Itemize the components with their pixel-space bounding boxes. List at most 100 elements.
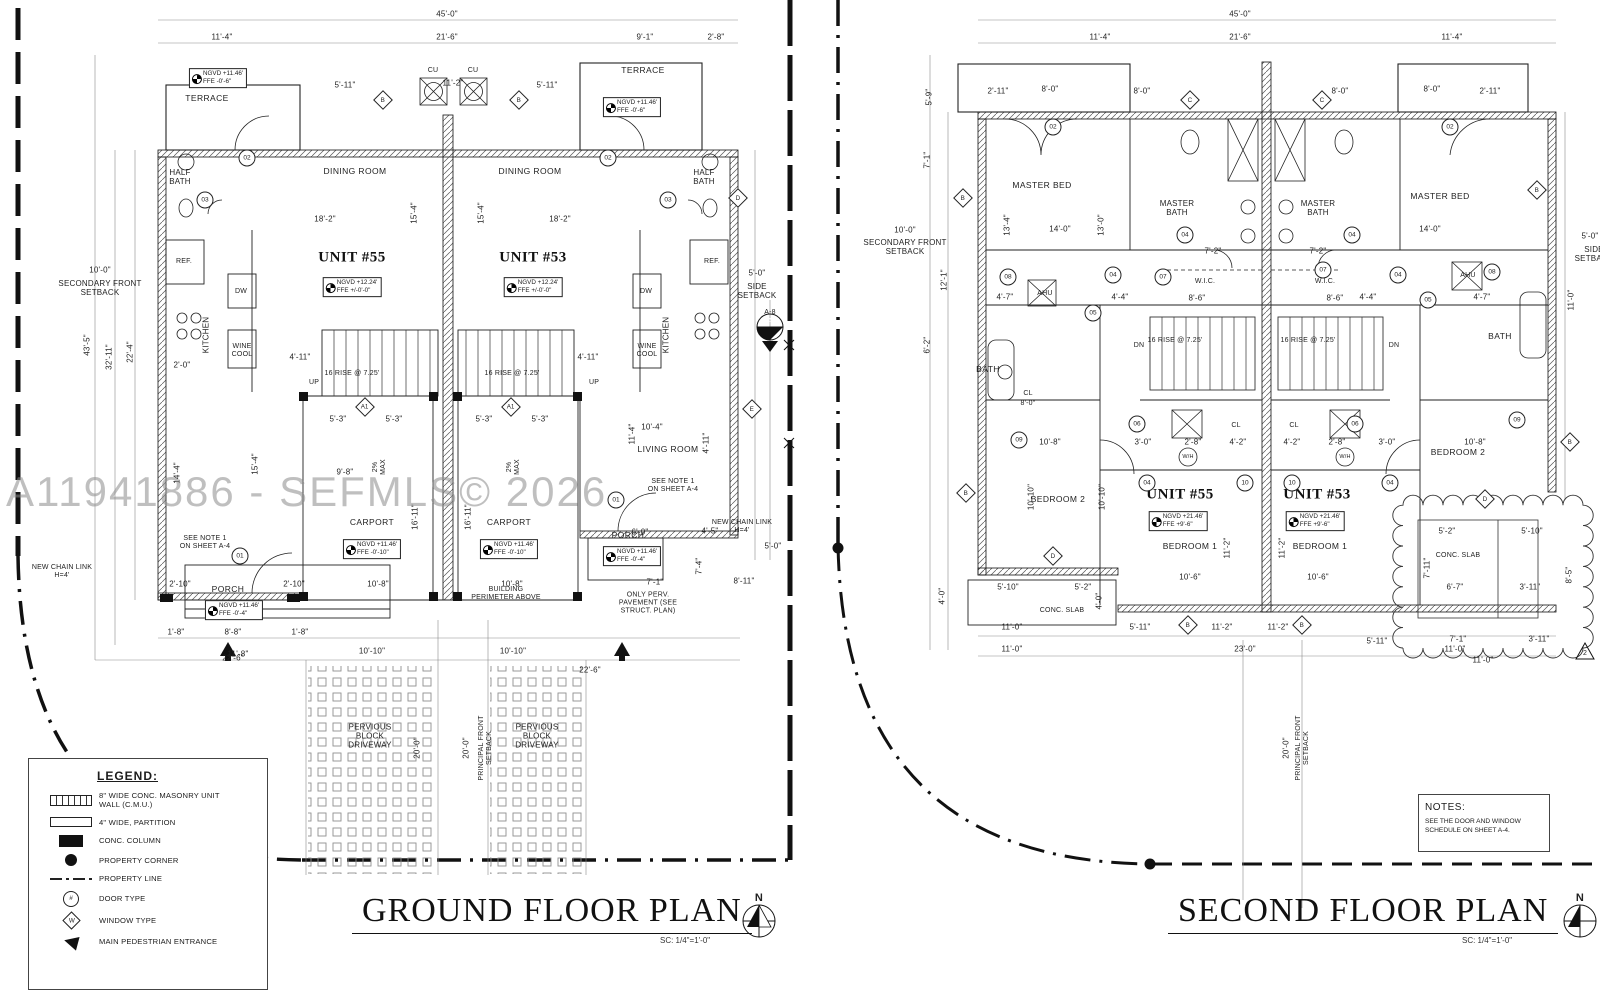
elev-line: NGVD +21.46' xyxy=(1299,513,1341,521)
dim-label: 11'-0" xyxy=(1444,644,1466,654)
gf-door-swings xyxy=(207,115,703,594)
dim-label: 10'-8" xyxy=(501,579,523,589)
second-floor-scale: SC: 1/4"=1'-0" xyxy=(1462,936,1513,945)
door-tag: 07 xyxy=(1314,261,1332,279)
dim-label: 8'-5" xyxy=(1564,566,1574,584)
door-tag: 01 xyxy=(231,547,249,565)
dim-label: 22'-6" xyxy=(222,653,244,663)
window-tag-label: C xyxy=(1187,96,1193,104)
property-line-symbol xyxy=(50,877,92,880)
elevation-marker: NGVD +12.24'FFE +/-0'-0" xyxy=(322,277,382,297)
gf-fixtures xyxy=(176,77,720,340)
room-label-terrace: TERRACE xyxy=(185,93,229,104)
dim-label: 10'-0" xyxy=(89,265,111,275)
elev-line: FFE +9'-6" xyxy=(1162,521,1193,528)
elev-line: FFE +/-0'-0" xyxy=(517,287,552,294)
partition-symbol xyxy=(50,817,92,828)
door-tag: 10 xyxy=(1236,474,1254,492)
dim-label: 4'-4" xyxy=(1111,292,1129,302)
dim-label: 1'-8" xyxy=(291,627,309,637)
door-tag: 05 xyxy=(1419,291,1437,309)
elev-line: FFE -0'-10" xyxy=(356,549,389,556)
window-tag-label: B xyxy=(1567,438,1573,446)
wine-cooler-label: WINE COOL xyxy=(636,343,658,358)
conc-slab-label: CONC. SLAB xyxy=(1435,552,1481,560)
door-tag: 08 xyxy=(1483,263,1501,281)
door-tag: 04 xyxy=(1381,474,1399,492)
dim-label: 2'-8" xyxy=(1184,437,1202,447)
window-tag-label: D xyxy=(1482,495,1488,503)
mls-watermark: A11941886 - SEFMLS© 2026 xyxy=(6,468,608,515)
closet-label: CL xyxy=(1023,390,1033,398)
legend-symbol-cell xyxy=(43,877,99,880)
north-label: N xyxy=(754,891,764,904)
dim-label: 22'-4" xyxy=(125,341,135,363)
dim-label: 5'-0" xyxy=(748,268,766,278)
dim-label: 6'-0" xyxy=(631,527,649,537)
door-tag: 09 xyxy=(1508,411,1526,429)
driveway-label: PERVIOUS BLOCK DRIVEWAY xyxy=(348,722,392,750)
elevation-marker: NGVD +21.46'FFE +9'-6" xyxy=(1148,511,1208,531)
door-tag: 03 xyxy=(659,191,677,209)
elevation-marker: NGVD +12.24'FFE +/-0'-0" xyxy=(503,277,563,297)
legend-symbol-cell xyxy=(43,834,99,847)
notes-title: NOTES: xyxy=(1425,802,1466,813)
dim-label: 5'-3" xyxy=(385,414,403,424)
dim-label: 5'-9" xyxy=(924,88,934,106)
dim-label: 8'-8" xyxy=(224,627,242,637)
elev-line: NGVD +12.24' xyxy=(336,279,378,287)
dim-label: 11'-2" xyxy=(442,78,464,88)
dim-label: 5'-3" xyxy=(329,414,347,424)
cu-label: CU xyxy=(467,67,479,75)
window-tag-label: E xyxy=(749,405,755,413)
dim-label: 11'-2" xyxy=(1277,537,1287,559)
window-tag-label: C xyxy=(1319,96,1325,104)
room-label-bath: BATH xyxy=(976,364,1000,375)
dim-label: 7'-2" xyxy=(1204,246,1222,256)
dim-label: 3'-0" xyxy=(1134,437,1152,447)
door-tag: 07 xyxy=(1154,268,1172,286)
dim-label: 11'-4" xyxy=(1089,32,1111,42)
unit-55-label: UNIT #55 xyxy=(1146,486,1214,503)
dim-label: 3'-11" xyxy=(1528,634,1550,644)
room-label-master-bed: MASTER BED xyxy=(1410,191,1470,202)
elev-line: NGVD +11.46' xyxy=(493,541,535,549)
section-marker-label: A xyxy=(767,318,773,326)
dim-label: 8'-11" xyxy=(733,576,755,586)
gf-entrance-arrows xyxy=(220,642,630,661)
door-tag: 05 xyxy=(1084,304,1102,322)
door-tag: 09 xyxy=(1010,431,1028,449)
dim-label: 8'-0" xyxy=(1133,86,1151,96)
dim-label: 32'-11" xyxy=(104,344,114,370)
room-label-kitchen: KITCHEN xyxy=(661,316,671,354)
sf-revision-triangle xyxy=(1575,641,1595,660)
window-tag-label: B xyxy=(960,194,966,202)
dim-label: 10'-4" xyxy=(641,422,663,432)
legend-item: 4" WIDE, PARTITION xyxy=(43,817,261,828)
driveway-label: PERVIOUS BLOCK DRIVEWAY xyxy=(515,722,559,750)
dim-label: 4'-11" xyxy=(289,352,311,362)
dim-label: 11'-4" xyxy=(1441,32,1463,42)
room-label-carport: CARPORT xyxy=(486,517,532,528)
dim-label: 5'-11" xyxy=(536,80,558,90)
dim-label: 10'-0" xyxy=(894,225,916,235)
gf-walls xyxy=(157,114,739,601)
dim-label: 11'-0" xyxy=(1001,644,1023,654)
dim-label: 2'-11" xyxy=(987,86,1009,96)
sf-dimension-lines xyxy=(929,19,1566,908)
elev-line: FFE -0'-6" xyxy=(616,107,646,114)
door-tag: 03 xyxy=(196,191,214,209)
dim-label: 2'-8" xyxy=(1328,437,1346,447)
legend-symbol-cell: # xyxy=(43,890,99,907)
dim-label: 8'-6" xyxy=(1326,293,1344,303)
dn-label: DN xyxy=(1133,342,1145,350)
elevation-marker: NGVD +11.46'FFE -0'-6" xyxy=(602,97,662,117)
dim-label: 2'-10" xyxy=(169,579,191,589)
elev-line: FFE +9'-6" xyxy=(1299,521,1330,528)
dim-label: 18'-2" xyxy=(549,214,571,224)
elev-line: NGVD +11.46' xyxy=(218,602,260,610)
side-setback-label: SIDE SETBACK xyxy=(1574,245,1600,263)
dim-label: 7'-1" xyxy=(646,577,664,587)
dim-label: 11'-4" xyxy=(627,423,637,445)
